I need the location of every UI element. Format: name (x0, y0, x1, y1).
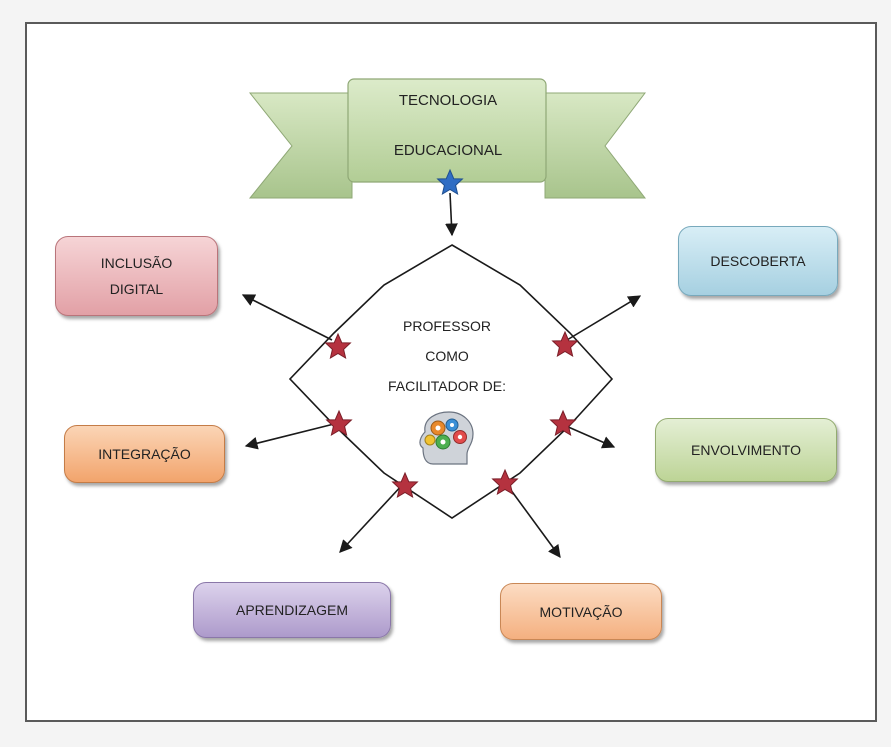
title-line-2: EDUCACIONAL (393, 142, 503, 159)
center-line-3: FACILITADOR DE: (388, 378, 506, 394)
arrow-to-descoberta (566, 295, 642, 341)
banner-left-tail (248, 92, 353, 199)
red-star-icon (325, 409, 353, 437)
arrow-to-envolvimento (565, 425, 616, 449)
red-star-icon (324, 332, 352, 360)
red-star-icon (551, 330, 579, 358)
red-star-icon (549, 409, 577, 437)
node-integracao: INTEGRAÇÃO (64, 425, 225, 483)
arrow-to-inclusao (241, 294, 333, 341)
red-star-icon (491, 468, 519, 496)
node-integracao-label: INTEGRAÇÃO (98, 446, 191, 462)
gears-head-icon (419, 411, 474, 465)
node-motivacao-label: MOTIVAÇÃO (539, 603, 623, 620)
star-markers (324, 168, 579, 499)
red-star-icon (391, 471, 419, 499)
node-inclusao-digital: INCLUSÃO DIGITAL (55, 236, 218, 316)
banner-right-tail (544, 92, 647, 199)
node-aprendizagem: APRENDIZAGEM (193, 582, 391, 638)
arrow-to-aprendizagem (339, 482, 405, 553)
node-descoberta: DESCOBERTA (678, 226, 838, 296)
node-motivacao: MOTIVAÇÃO (500, 583, 662, 640)
node-inclusao-line-2: DIGITAL (109, 281, 164, 297)
center-line-1: PROFESSOR (403, 318, 491, 334)
node-envolvimento: ENVOLVIMENTO (655, 418, 837, 482)
title-line-1: TECNOLOGIA (398, 92, 498, 109)
central-star-outline (288, 244, 614, 519)
blue-star-icon (436, 168, 464, 196)
arrow-to-integracao (244, 423, 335, 450)
arrow-to-motivacao (504, 481, 561, 559)
center-line-2: COMO (425, 348, 469, 364)
arrow-title-to-center (445, 192, 458, 237)
node-aprendizagem-label: APRENDIZAGEM (235, 602, 348, 618)
node-envolvimento-label: ENVOLVIMENTO (691, 442, 801, 458)
connector-arrows (241, 192, 642, 559)
node-inclusao-line-1: INCLUSÃO (100, 255, 173, 271)
node-descoberta-label: DESCOBERTA (710, 253, 806, 269)
